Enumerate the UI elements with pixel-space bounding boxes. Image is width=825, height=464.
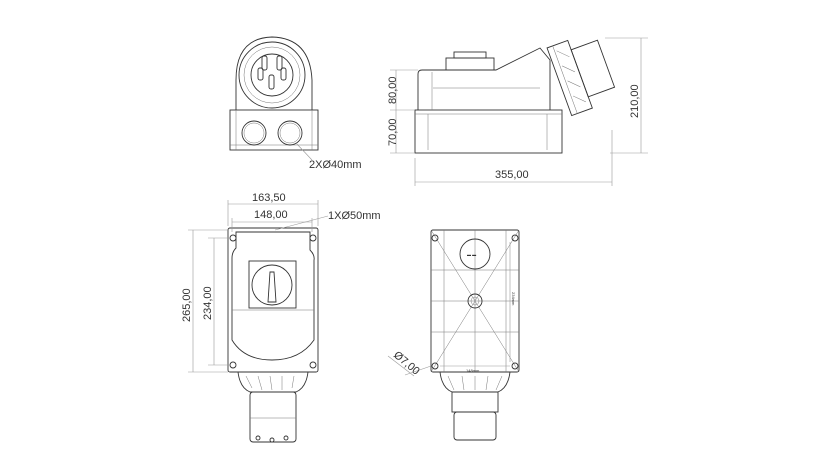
- front-view: 163,50 148,00 1XØ50mm 265,00 234,00: [181, 192, 381, 443]
- angled-plug: [546, 39, 616, 117]
- dim-234mm: 234mm: [511, 292, 516, 306]
- dim-80: 80,00: [387, 76, 399, 104]
- plug-pins-icon: [257, 55, 287, 90]
- dim-234: 234,00: [202, 286, 214, 320]
- dim-355: 355,00: [495, 169, 529, 181]
- dim-hole-7: Ø7,00: [391, 349, 422, 377]
- callout-1x50: 1XØ50mm: [328, 210, 381, 222]
- callout-2x40: 2XØ40mm: [309, 159, 362, 171]
- cable-entry-icon: [277, 120, 303, 146]
- dim-148mm: 148mm: [466, 368, 480, 373]
- dim-163-50: 163,50: [252, 192, 286, 204]
- dim-265: 265,00: [181, 288, 193, 322]
- rotary-switch-icon: [251, 264, 293, 306]
- cable-entry-icon: [241, 120, 267, 146]
- back-view: ▬ ▬ 148mm 234mm Ø7,00: [387, 229, 520, 441]
- dim-210: 210,00: [629, 84, 641, 118]
- dim-148: 148,00: [254, 209, 288, 221]
- side-view: 80,00 70,00 210,00 355,00: [387, 37, 648, 186]
- dim-70: 70,00: [387, 118, 399, 146]
- label-plate-text: ▬ ▬: [467, 252, 476, 257]
- top-view: 2XØ40mm: [229, 36, 362, 171]
